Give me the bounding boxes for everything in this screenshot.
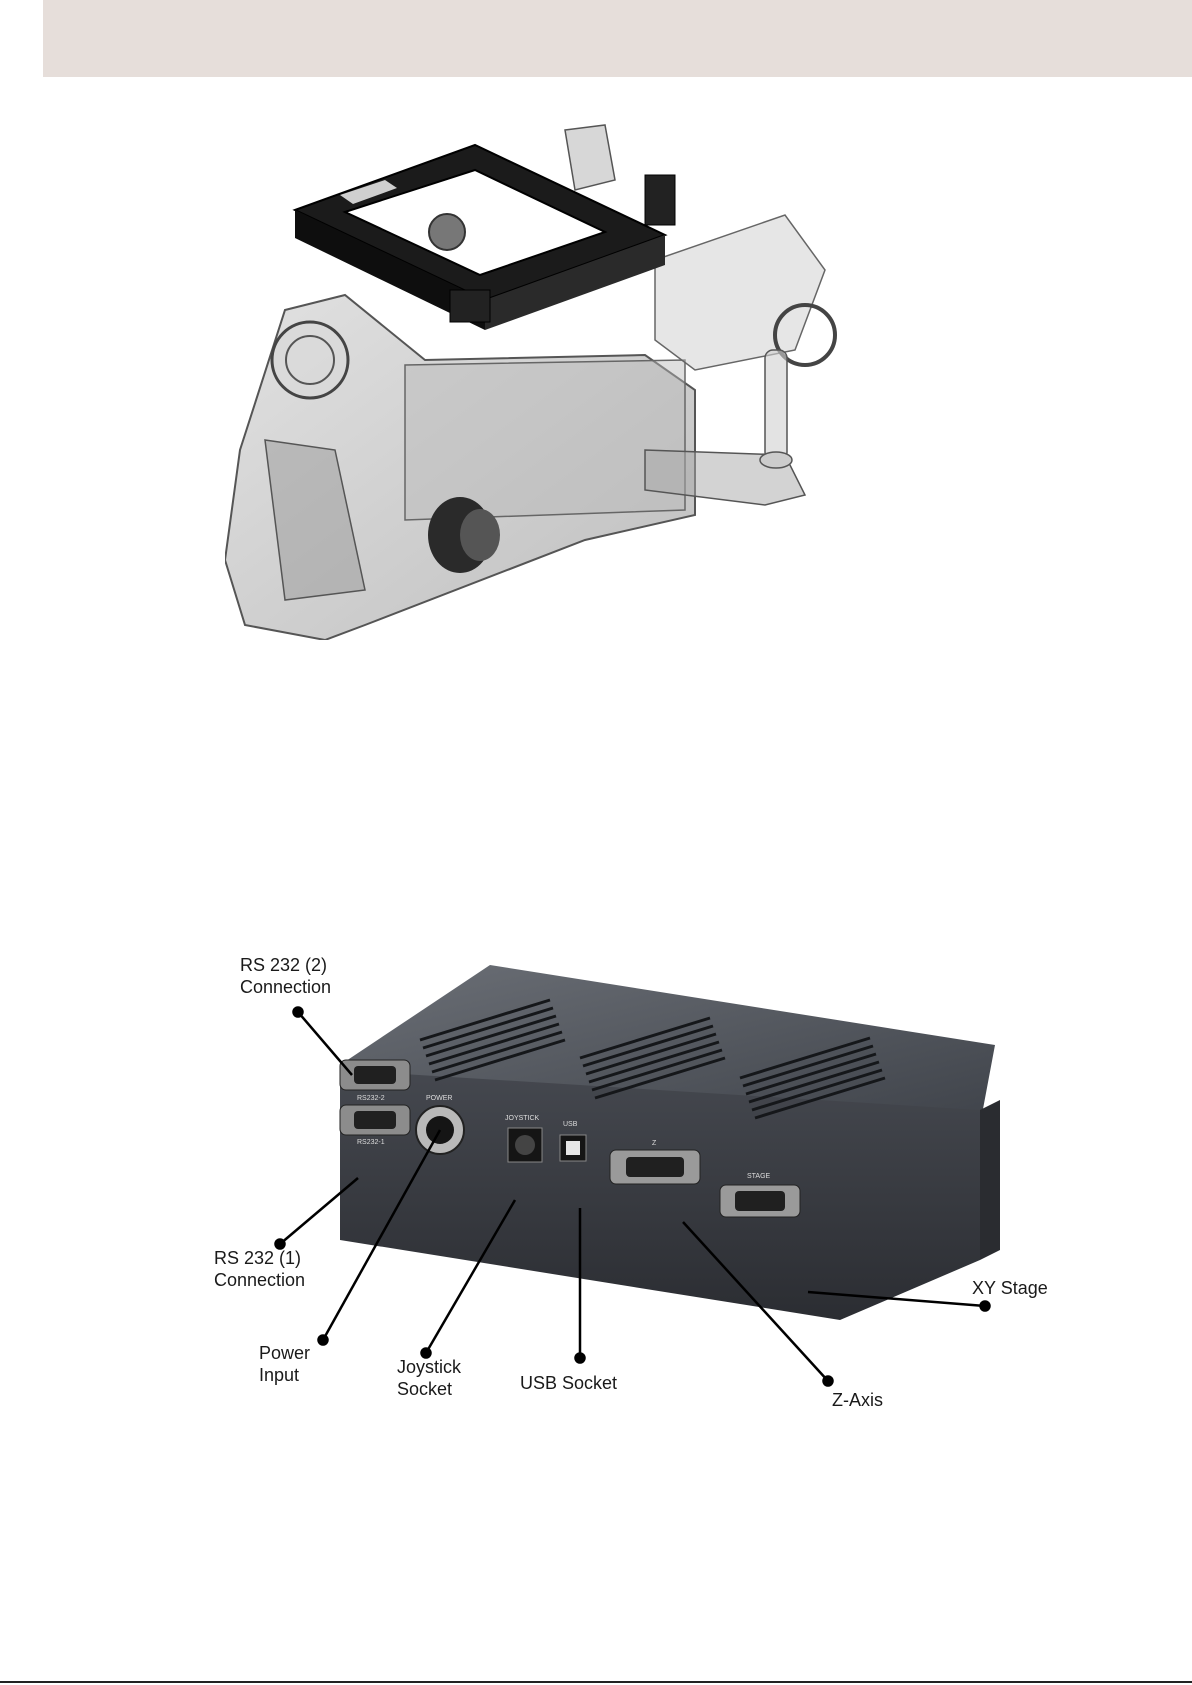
callout-xy-stage: XY Stage [972, 1277, 1048, 1299]
callout-rs232-2: RS 232 (2) Connection [240, 954, 331, 998]
callout-z-axis: Z-Axis [832, 1389, 883, 1411]
callout-rs232-1: RS 232 (1) Connection [214, 1247, 305, 1291]
callout-joystick-socket: Joystick Socket [397, 1356, 461, 1400]
callout-power-input: Power Input [259, 1342, 310, 1386]
callout-usb-socket: USB Socket [520, 1372, 617, 1394]
footer-rule [0, 1681, 1192, 1683]
